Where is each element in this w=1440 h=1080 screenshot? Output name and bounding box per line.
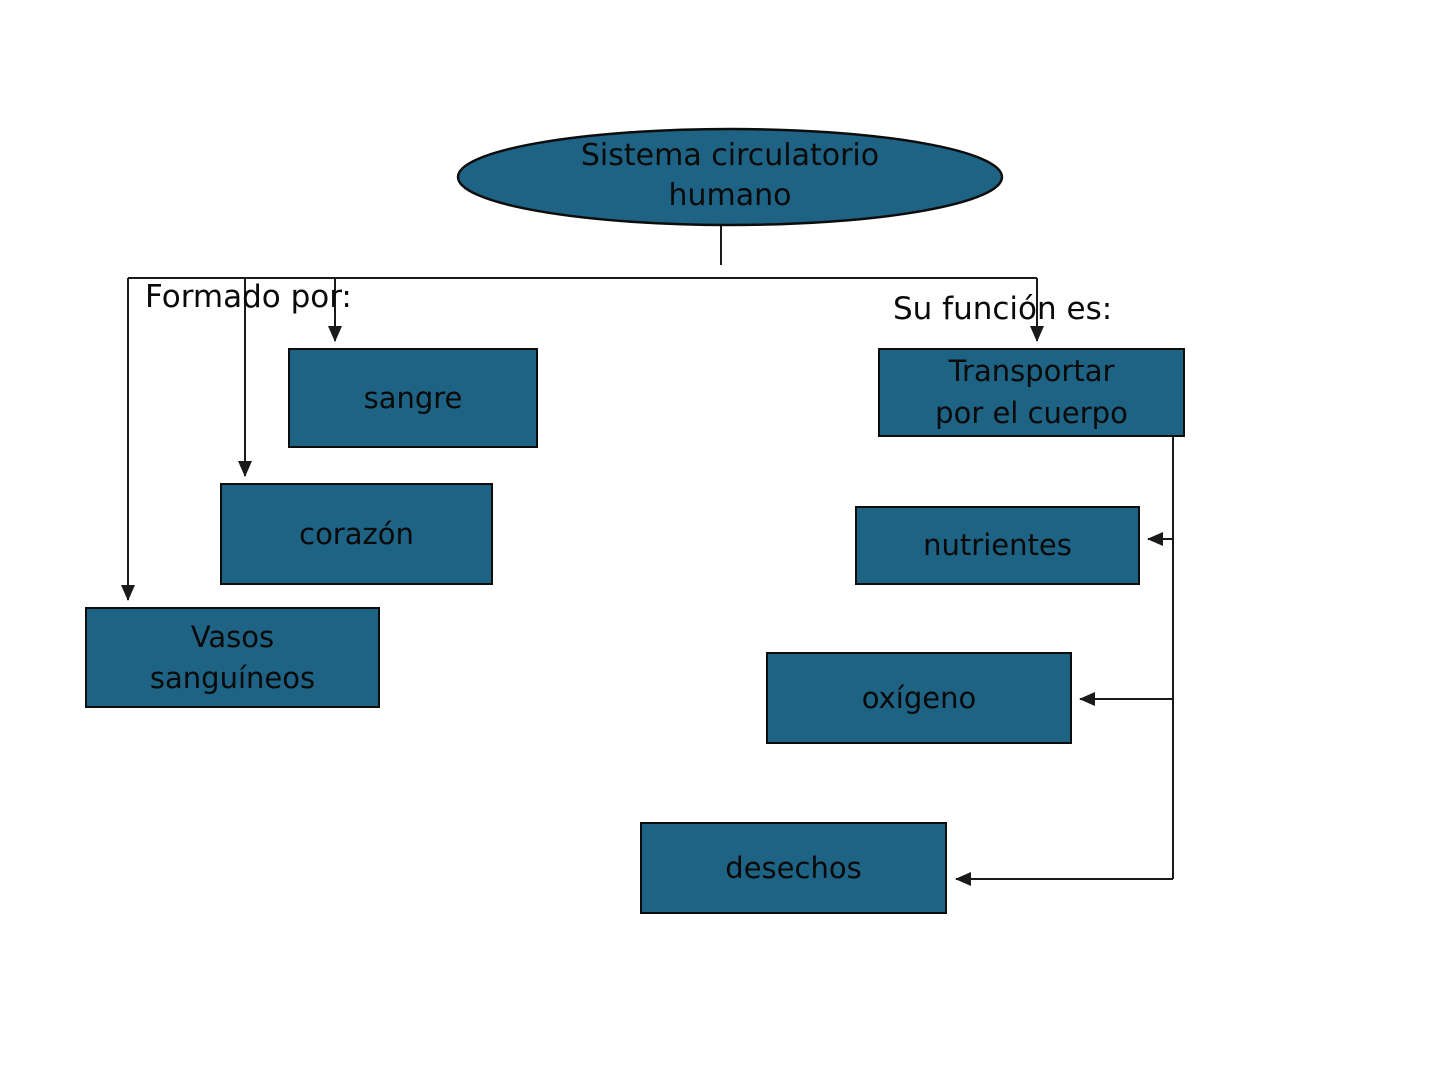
node-transportar-por-el-cuerpo: Transportar por el cuerpo [878,348,1185,437]
node-sangre: sangre [288,348,538,448]
node-nutrientes: nutrientes [855,506,1140,585]
node-vasos-sanguineos: Vasos sanguíneos [85,607,380,708]
root-node-label: Sistema circulatorio humano [580,138,880,213]
root-node-ellipse [456,127,1004,227]
node-oxigeno: oxígeno [766,652,1072,744]
node-corazon: corazón [220,483,493,585]
branch-label-formado-por: Formado por: [145,279,352,315]
branch-label-su-funcion: Su función es: [893,291,1113,327]
node-desechos: desechos [640,822,947,914]
